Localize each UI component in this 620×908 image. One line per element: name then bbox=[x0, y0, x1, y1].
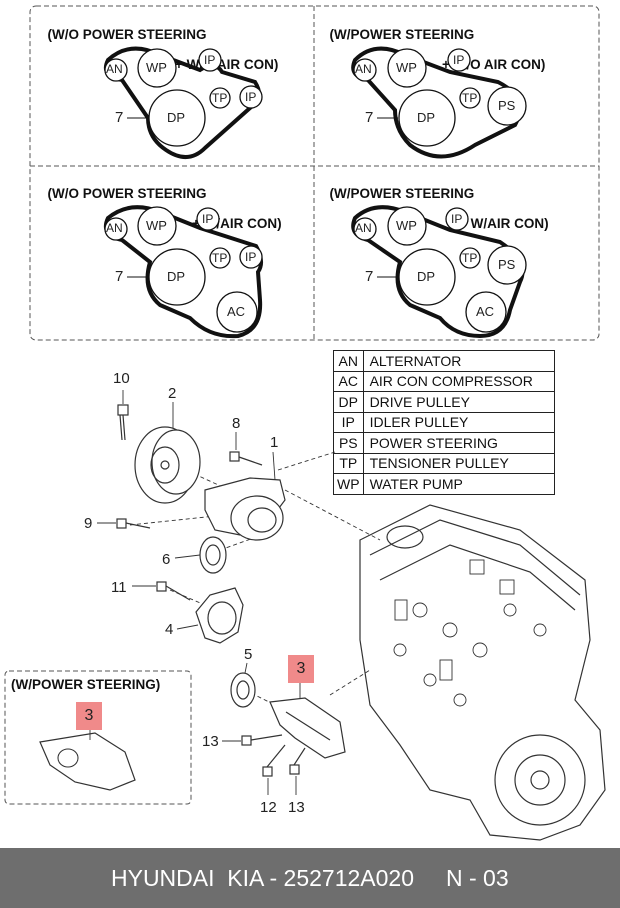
callout-8: 8 bbox=[232, 415, 241, 432]
inset-title: (W/POWER STEERING) bbox=[11, 677, 161, 692]
p2-dp: DP bbox=[417, 110, 436, 125]
callout-4: 4 bbox=[165, 621, 174, 638]
callout-1: 1 bbox=[270, 434, 279, 451]
p2-ip: IP bbox=[453, 53, 465, 67]
p4-an: AN bbox=[355, 221, 372, 235]
legend-code: WP bbox=[333, 473, 364, 495]
legend-desc: AIR CON COMPRESSOR bbox=[362, 370, 555, 392]
p3-ip2: IP bbox=[245, 250, 257, 264]
bolt-11 bbox=[156, 581, 191, 601]
engine-block bbox=[359, 504, 606, 841]
callout-6: 6 bbox=[162, 551, 171, 568]
power-steering-inset bbox=[4, 670, 192, 805]
belt-diagram-canvas bbox=[4, 5, 606, 841]
callout-13b: 13 bbox=[288, 799, 305, 816]
legend-code: PS bbox=[333, 432, 364, 454]
panel-grid bbox=[29, 5, 600, 341]
panel-2-title: (W/POWER STEERING + W/O AIR CON) bbox=[329, 27, 546, 72]
panel-4-title: (W/POWER STEERING + W/AIR CON) bbox=[329, 186, 549, 231]
legend-code: AN bbox=[333, 350, 364, 372]
legend-desc: DRIVE PULLEY bbox=[362, 391, 555, 413]
callout-11: 11 bbox=[111, 579, 127, 596]
p4-tp: TP bbox=[462, 251, 478, 265]
p4-seven: 7 bbox=[365, 268, 374, 285]
belt-3 bbox=[103, 205, 263, 339]
legend-desc: ALTERNATOR bbox=[362, 350, 555, 372]
p4-ip: IP bbox=[451, 212, 463, 226]
legend-desc: WATER PUMP bbox=[362, 473, 555, 495]
p3-ac: AC bbox=[227, 304, 246, 319]
p1-dp: DP bbox=[167, 110, 186, 125]
callout-3-inset-highlight: 3 bbox=[76, 702, 102, 730]
belt-4 bbox=[351, 205, 525, 339]
bolt-13a bbox=[241, 734, 283, 746]
p4-wp: WP bbox=[396, 218, 417, 233]
p2-tp: TP bbox=[462, 91, 478, 105]
callout-5: 5 bbox=[244, 646, 253, 663]
p3-an: AN bbox=[106, 221, 123, 235]
water-pump bbox=[204, 477, 286, 541]
p1-seven: 7 bbox=[115, 109, 124, 126]
idler-pulley-5 bbox=[230, 672, 256, 708]
callout-2: 2 bbox=[168, 385, 177, 402]
bolt-8 bbox=[229, 451, 263, 466]
callout-3-highlight: 3 bbox=[288, 655, 314, 683]
legend-code: DP bbox=[333, 391, 364, 413]
legend-desc: TENSIONER PULLEY bbox=[362, 452, 555, 474]
legend-desc: POWER STEERING bbox=[362, 432, 555, 454]
bolt-13b bbox=[289, 747, 306, 775]
p3-wp: WP bbox=[146, 218, 167, 233]
legend-desc: IDLER PULLEY bbox=[362, 411, 555, 433]
legend-code: IP bbox=[333, 411, 364, 433]
footer-bar: HYUNDAI KIA - 252712A020 N - 03 bbox=[0, 848, 620, 908]
legend-code: AC bbox=[333, 370, 364, 392]
bolt-12 bbox=[262, 744, 286, 777]
legend-code: TP bbox=[333, 452, 364, 474]
p2-wp: WP bbox=[396, 60, 417, 75]
p2-seven: 7 bbox=[365, 109, 374, 126]
p1-tp: TP bbox=[212, 91, 228, 105]
callout-13a: 13 bbox=[202, 733, 219, 750]
footer-page: N - 03 bbox=[446, 864, 509, 891]
belt-panel-1 bbox=[103, 46, 263, 159]
callout-9: 9 bbox=[84, 515, 93, 532]
tensioner-4 bbox=[195, 587, 244, 644]
p4-ac: AC bbox=[476, 304, 495, 319]
p4-dp: DP bbox=[417, 269, 436, 284]
idler-pulley-6 bbox=[199, 536, 227, 574]
p3-ip: IP bbox=[202, 212, 214, 226]
p2-an: AN bbox=[355, 62, 372, 76]
footer-part-number: HYUNDAI KIA - 252712A020 bbox=[111, 864, 414, 891]
p3-tp: TP bbox=[212, 251, 228, 265]
p4-ps: PS bbox=[498, 257, 516, 272]
exploded-parts bbox=[97, 390, 606, 841]
water-pump-pulley bbox=[134, 426, 201, 504]
tensioner-bracket-3 bbox=[269, 697, 346, 759]
belt-panel-2 bbox=[351, 46, 527, 159]
p1-ip: IP bbox=[204, 53, 216, 67]
bolt-9 bbox=[116, 518, 151, 529]
p1-wp: WP bbox=[146, 60, 167, 75]
p3-dp: DP bbox=[167, 269, 186, 284]
p1-an: AN bbox=[106, 62, 123, 76]
callout-10: 10 bbox=[113, 370, 130, 387]
p2-ps: PS bbox=[498, 98, 516, 113]
bolt-10 bbox=[117, 404, 129, 441]
p1-ip2: IP bbox=[245, 90, 257, 104]
belt-panel-4 bbox=[351, 205, 527, 339]
callout-12: 12 bbox=[260, 799, 277, 816]
belt-panel-3 bbox=[103, 205, 263, 339]
p3-seven: 7 bbox=[115, 268, 124, 285]
